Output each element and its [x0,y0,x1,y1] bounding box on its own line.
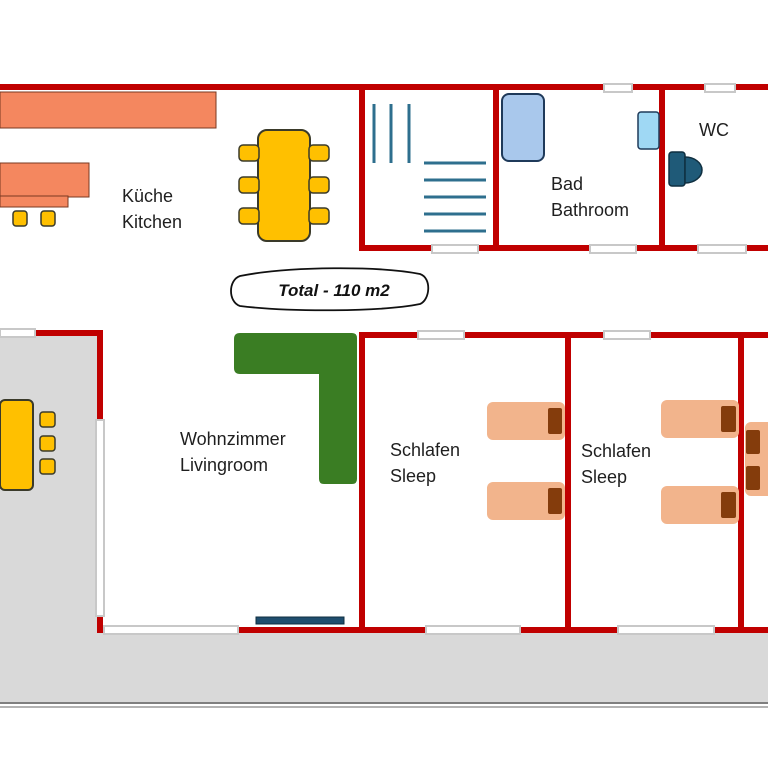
living-label-de: Wohnzimmer [180,429,286,449]
dining-chair [238,144,260,162]
terrace-chair [39,435,56,452]
dining-chair [238,176,260,194]
window [425,625,521,635]
bedroom-2-beds [661,400,739,524]
dining-chair [308,207,330,225]
kitchen-label-en: Kitchen [122,212,182,232]
bathroom-fixtures [501,93,660,162]
window [431,244,479,254]
bathroom-label-en: Bathroom [551,200,629,220]
bed [661,486,739,524]
windows [0,83,747,635]
window [589,244,637,254]
sofa [234,333,357,484]
wc-label: WC [699,120,729,140]
bedroom-1-beds [487,402,565,520]
window [0,328,36,338]
living-label-en: Livingroom [180,455,268,475]
tv-unit [255,616,345,625]
window [417,330,465,340]
kitchen-island-ledge [0,195,69,208]
kitchen-island [0,162,90,198]
living-furniture [234,333,357,625]
kitchen-label-de: Küche [122,186,173,206]
pillow [548,408,562,434]
bar-stool [40,210,56,227]
kitchen-counter [0,91,217,129]
bathtub [501,93,545,162]
window [603,330,651,340]
kitchen-furniture [0,91,330,242]
sleep2-label-de: Schlafen [581,441,651,461]
stairs [372,104,486,233]
walls [0,84,768,633]
dining-chair [308,176,330,194]
bedroom-3-bed [745,422,768,496]
sleep1-label-de: Schlafen [390,440,460,460]
sleep1-label-en: Sleep [390,466,436,486]
terrace-area [0,333,768,708]
window [103,625,239,635]
window [617,625,715,635]
bed [487,402,565,440]
toilet [668,151,703,187]
window [704,83,736,93]
pillow [746,466,760,490]
dining-table [257,129,311,242]
bed [487,482,565,520]
bar-stool [12,210,28,227]
dining-chair [238,207,260,225]
total-area-label: Total - 110 m2 [278,281,390,300]
window [95,419,105,617]
pillow [746,430,760,454]
bathroom-label-de: Bad [551,174,583,194]
terrace-chair [39,458,56,475]
terrace-chair [39,411,56,428]
window [603,83,633,93]
pillow [721,406,736,432]
terrace-table [0,399,56,491]
sink [637,111,660,150]
pillow [548,488,562,514]
bed [661,400,739,438]
total-area-bubble [230,267,430,312]
pillow [721,492,736,518]
window [697,244,747,254]
sleep2-label-en: Sleep [581,467,627,487]
dining-chair [308,144,330,162]
